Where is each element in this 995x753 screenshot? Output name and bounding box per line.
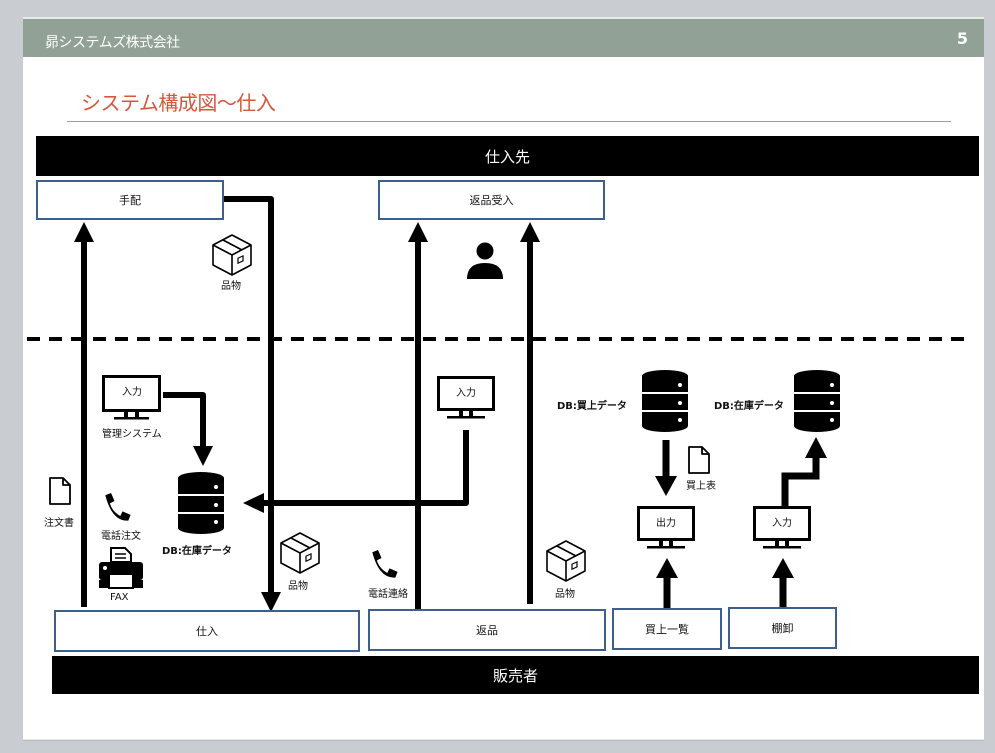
arrow-return-input-to-inventory-db [243, 430, 469, 513]
process-box-return-receive[interactable]: 返品受入 [378, 180, 605, 220]
person-icon [467, 242, 503, 279]
arrow-inventory-input-to-db [781, 437, 827, 508]
package-label: 品物 [288, 581, 308, 592]
monitor-icon [753, 506, 811, 549]
document-icon [49, 477, 71, 505]
phone-order-label: 電話注文 [101, 531, 141, 542]
title-divider [67, 121, 951, 122]
sales-db-label: DB:買上データ [557, 401, 627, 412]
process-box-arrange[interactable]: 手配 [36, 180, 224, 220]
slide-title: システム構成図～仕入 [81, 91, 276, 115]
package-icon [546, 540, 586, 582]
database-icon [794, 370, 840, 432]
supplier-band: 仕入先 [36, 136, 979, 176]
inventory-db-label: DB:在庫データ [162, 546, 232, 557]
fax-label: FAX [110, 592, 129, 603]
document-icon [688, 446, 710, 474]
inventory-db-label-2: DB:在庫データ [714, 401, 784, 412]
process-box-purchase[interactable]: 仕入 [54, 610, 360, 652]
arrow-return-to-receive-2 [520, 222, 540, 604]
fax-icon [99, 547, 143, 589]
management-system-caption: 管理システム [102, 429, 162, 440]
purchase-sheet-label: 買上表 [686, 481, 716, 492]
package-label: 品物 [555, 589, 575, 600]
arrow-stocktake-to-input [772, 558, 794, 607]
arrow-arrange-to-purchase [223, 196, 281, 612]
package-icon [280, 532, 320, 574]
arrow-sales-db-to-output [655, 440, 677, 496]
monitor-icon [102, 375, 161, 420]
database-icon [642, 370, 688, 432]
process-box-return[interactable]: 返品 [368, 609, 606, 651]
monitor-screen-label: 入力 [456, 388, 476, 399]
package-icon [212, 234, 252, 276]
arrow-purchase-to-arrange [74, 222, 94, 607]
slide-header: 昴システムズ株式会社 5 [23, 17, 984, 57]
phone-contact-label: 電話連絡 [368, 589, 408, 600]
monitor-icon [637, 506, 695, 549]
process-box-purchase-list[interactable]: 買上一覧 [612, 608, 722, 650]
monitor-screen-label: 入力 [772, 518, 792, 529]
monitor-screen-label: 出力 [656, 518, 676, 529]
company-name: 昴システムズ株式会社 [45, 35, 180, 51]
page-number: 5 [956, 29, 968, 48]
phone-icon [105, 493, 131, 521]
arrow-return-to-receive-1 [408, 222, 428, 611]
monitor-icon [437, 376, 495, 419]
arrow-list-to-output [656, 558, 678, 608]
phone-icon [372, 550, 398, 578]
process-box-stocktake[interactable]: 棚卸 [728, 607, 837, 649]
seller-band: 販売者 [52, 656, 979, 694]
order-doc-label: 注文書 [44, 518, 74, 529]
database-icon [178, 472, 224, 534]
arrow-input-to-inventory-db [163, 392, 213, 466]
monitor-screen-label: 入力 [122, 387, 142, 398]
package-label: 品物 [221, 281, 241, 292]
